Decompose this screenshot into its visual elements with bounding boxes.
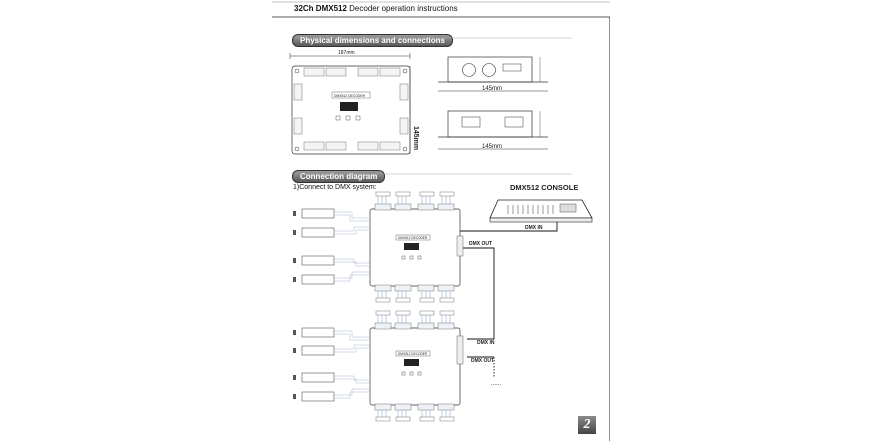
decoder-unit-1: DMX512 DECODER [369,191,464,303]
dim-profile-bottom: 145mm [482,144,502,150]
dmx-out-label-2: DMX OUT [471,358,494,364]
dmx-console: DMX512 CONSOLE [489,183,593,223]
profile-view-top: 145mm [438,56,548,92]
diagram-canvas: 187mm DMX512 DECODER 145mm [272,1,610,441]
dim-profile-top: 145mm [482,86,502,92]
section-connection-diagram: Connection diagram [292,170,386,183]
dim-width-top: 187mm [338,50,355,56]
dmx-in-label-2: DMX IN [477,340,495,346]
dim-height-side: 145mm [412,126,419,150]
chain-ellipsis: ...... [491,381,501,387]
top-view-decoder-label: DMX512 DECODER [334,94,366,98]
page-number: 2 [578,416,596,434]
section-physical-dimensions: Physical dimensions and connections [292,34,453,47]
console-label: DMX512 CONSOLE [510,183,578,192]
connect-dmx-subtitle: 1)Connect to DMX system: [293,184,377,191]
manual-page: 32Ch DMX512 Decoder operation instructio… [272,0,610,441]
power-supplies-1 [293,208,370,285]
decoder-2-label: DMX512 DECODER [398,352,428,356]
power-supplies-2 [293,327,370,402]
header-title: 32Ch DMX512 Decoder operation instructio… [294,4,458,13]
decoder-unit-2: DMX512 DECODER [369,310,464,422]
decoder-1-label: DMX512 DECODER [398,236,428,240]
top-view-decoder: 187mm DMX512 DECODER 145mm [289,50,419,155]
profile-view-bottom: 145mm [438,110,548,150]
dmx-out-label: DMX OUT [469,241,492,247]
dmx-in-label: DMX IN [525,225,543,231]
